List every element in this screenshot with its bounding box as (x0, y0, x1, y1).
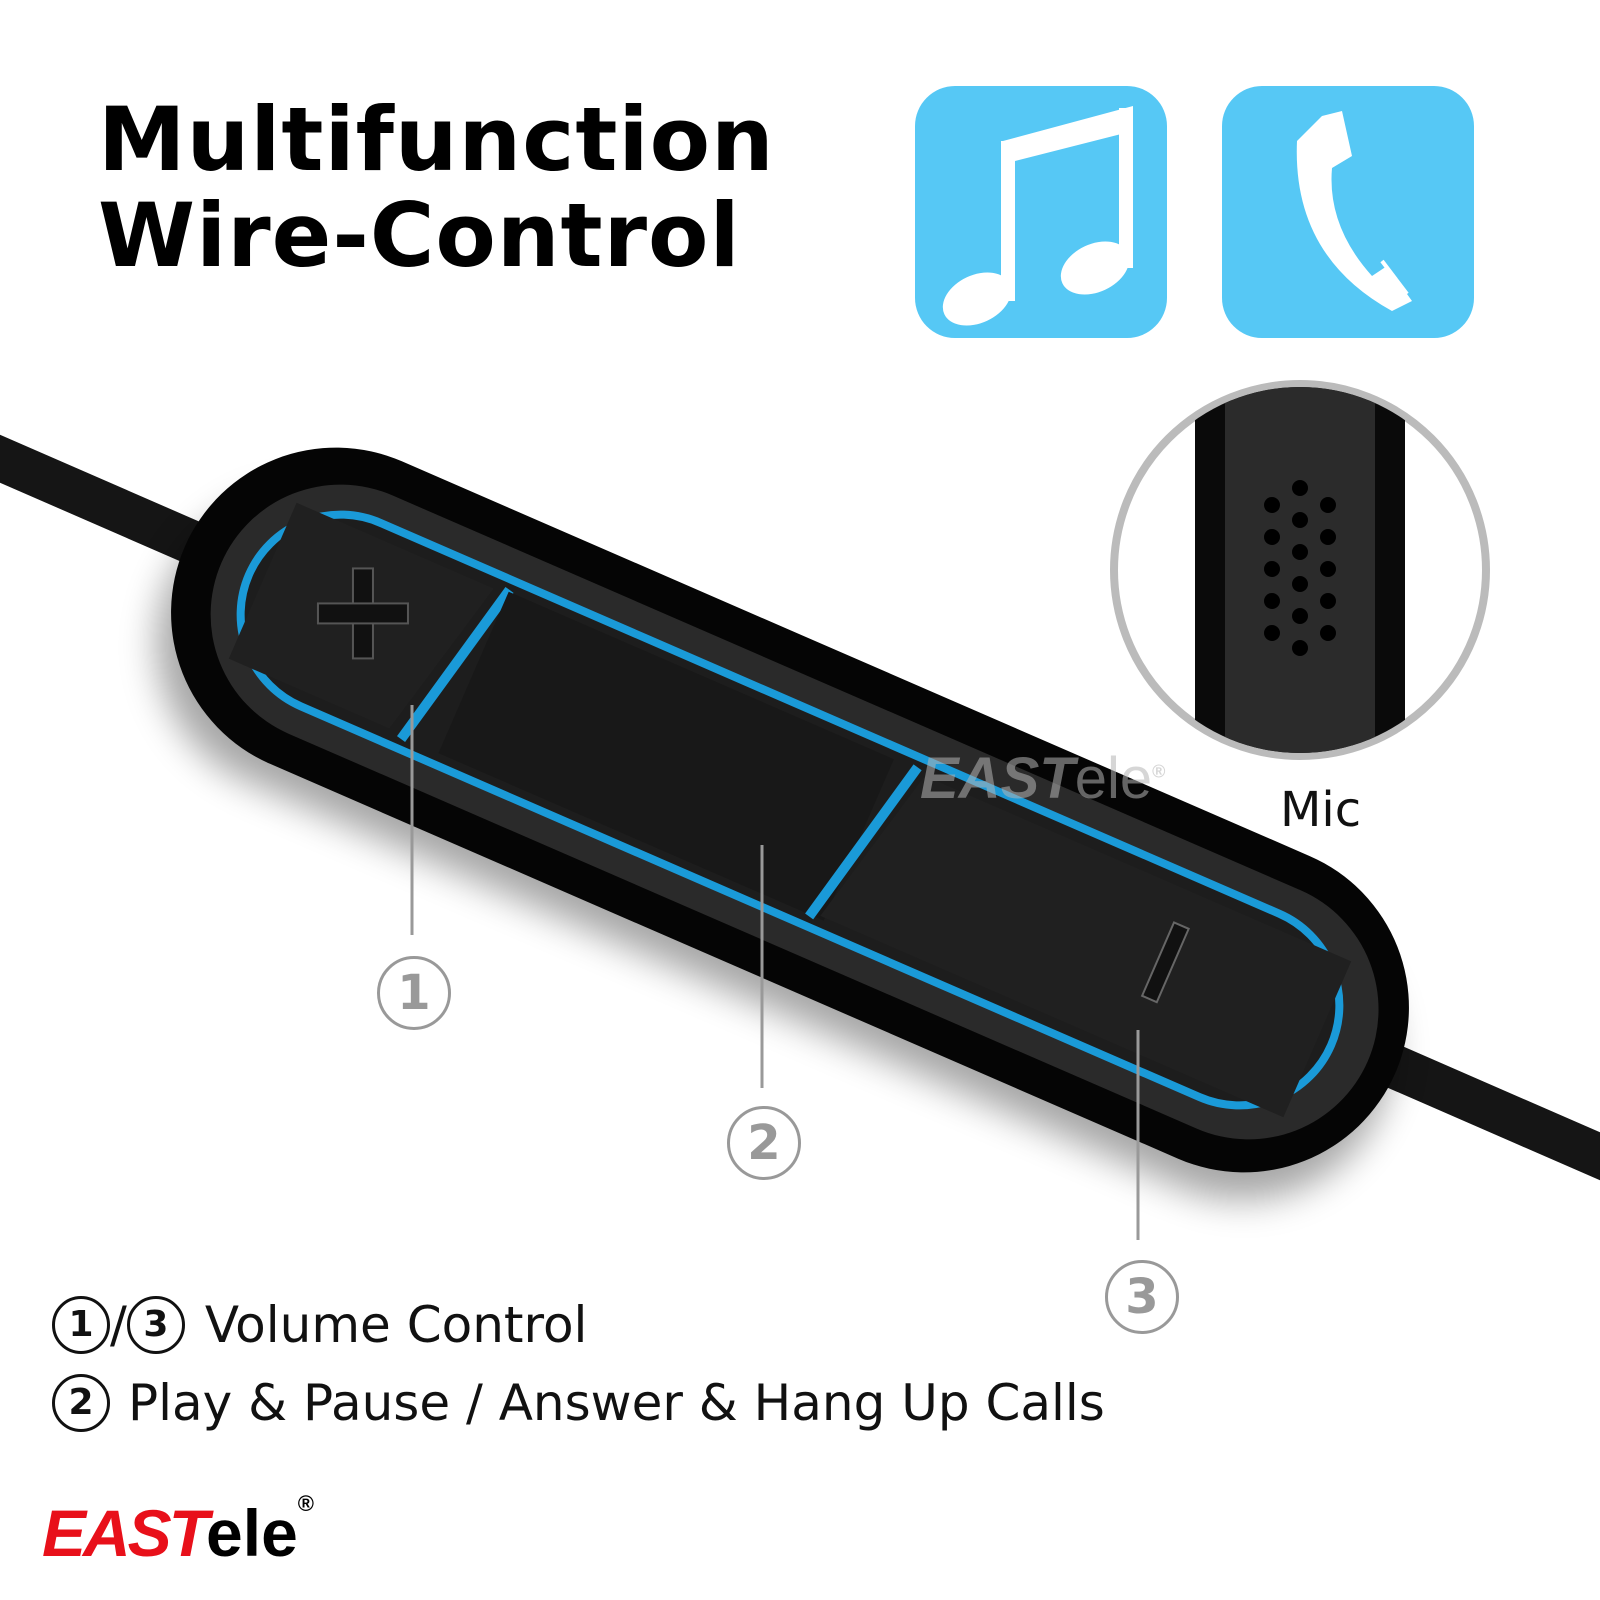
volume-down-button (820, 775, 1352, 1118)
plus-icon (316, 567, 409, 660)
phone-handset-icon (1222, 86, 1474, 338)
callout-2: 2 (727, 1106, 801, 1180)
legend-separator: / (110, 1296, 127, 1354)
mic-closeup (1110, 380, 1490, 760)
page-title: Multifunction Wire-Control (98, 92, 775, 284)
legend-num: 1 (52, 1296, 110, 1354)
legend-item-play: 2 Play & Pause / Answer & Hang Up Calls (52, 1374, 1105, 1432)
watermark: EASTele® (920, 746, 1166, 811)
mic-holes-icon (1264, 480, 1336, 656)
logo-registered: ® (297, 1491, 314, 1516)
callout-1: 1 (377, 956, 451, 1030)
title-line-2: Wire-Control (98, 184, 741, 287)
legend-num: 3 (126, 1296, 185, 1354)
title-line-1: Multifunction (98, 88, 775, 191)
legend-text: Volume Control (204, 1296, 588, 1354)
logo-ele: ele (206, 1496, 298, 1570)
legend-text: Play & Pause / Answer & Hang Up Calls (128, 1374, 1105, 1432)
logo-east: EAST (42, 1496, 209, 1570)
play-pause-button (438, 591, 894, 921)
mic-label: Mic (1280, 782, 1362, 838)
music-note-icon (915, 86, 1167, 338)
legend-num: 2 (52, 1374, 110, 1432)
minus-icon (1140, 921, 1190, 1004)
callout-3: 3 (1105, 1260, 1179, 1334)
legend-item-volume: 1 / 3 Volume Control (52, 1296, 587, 1354)
brand-logo: EASTele® (42, 1491, 314, 1571)
